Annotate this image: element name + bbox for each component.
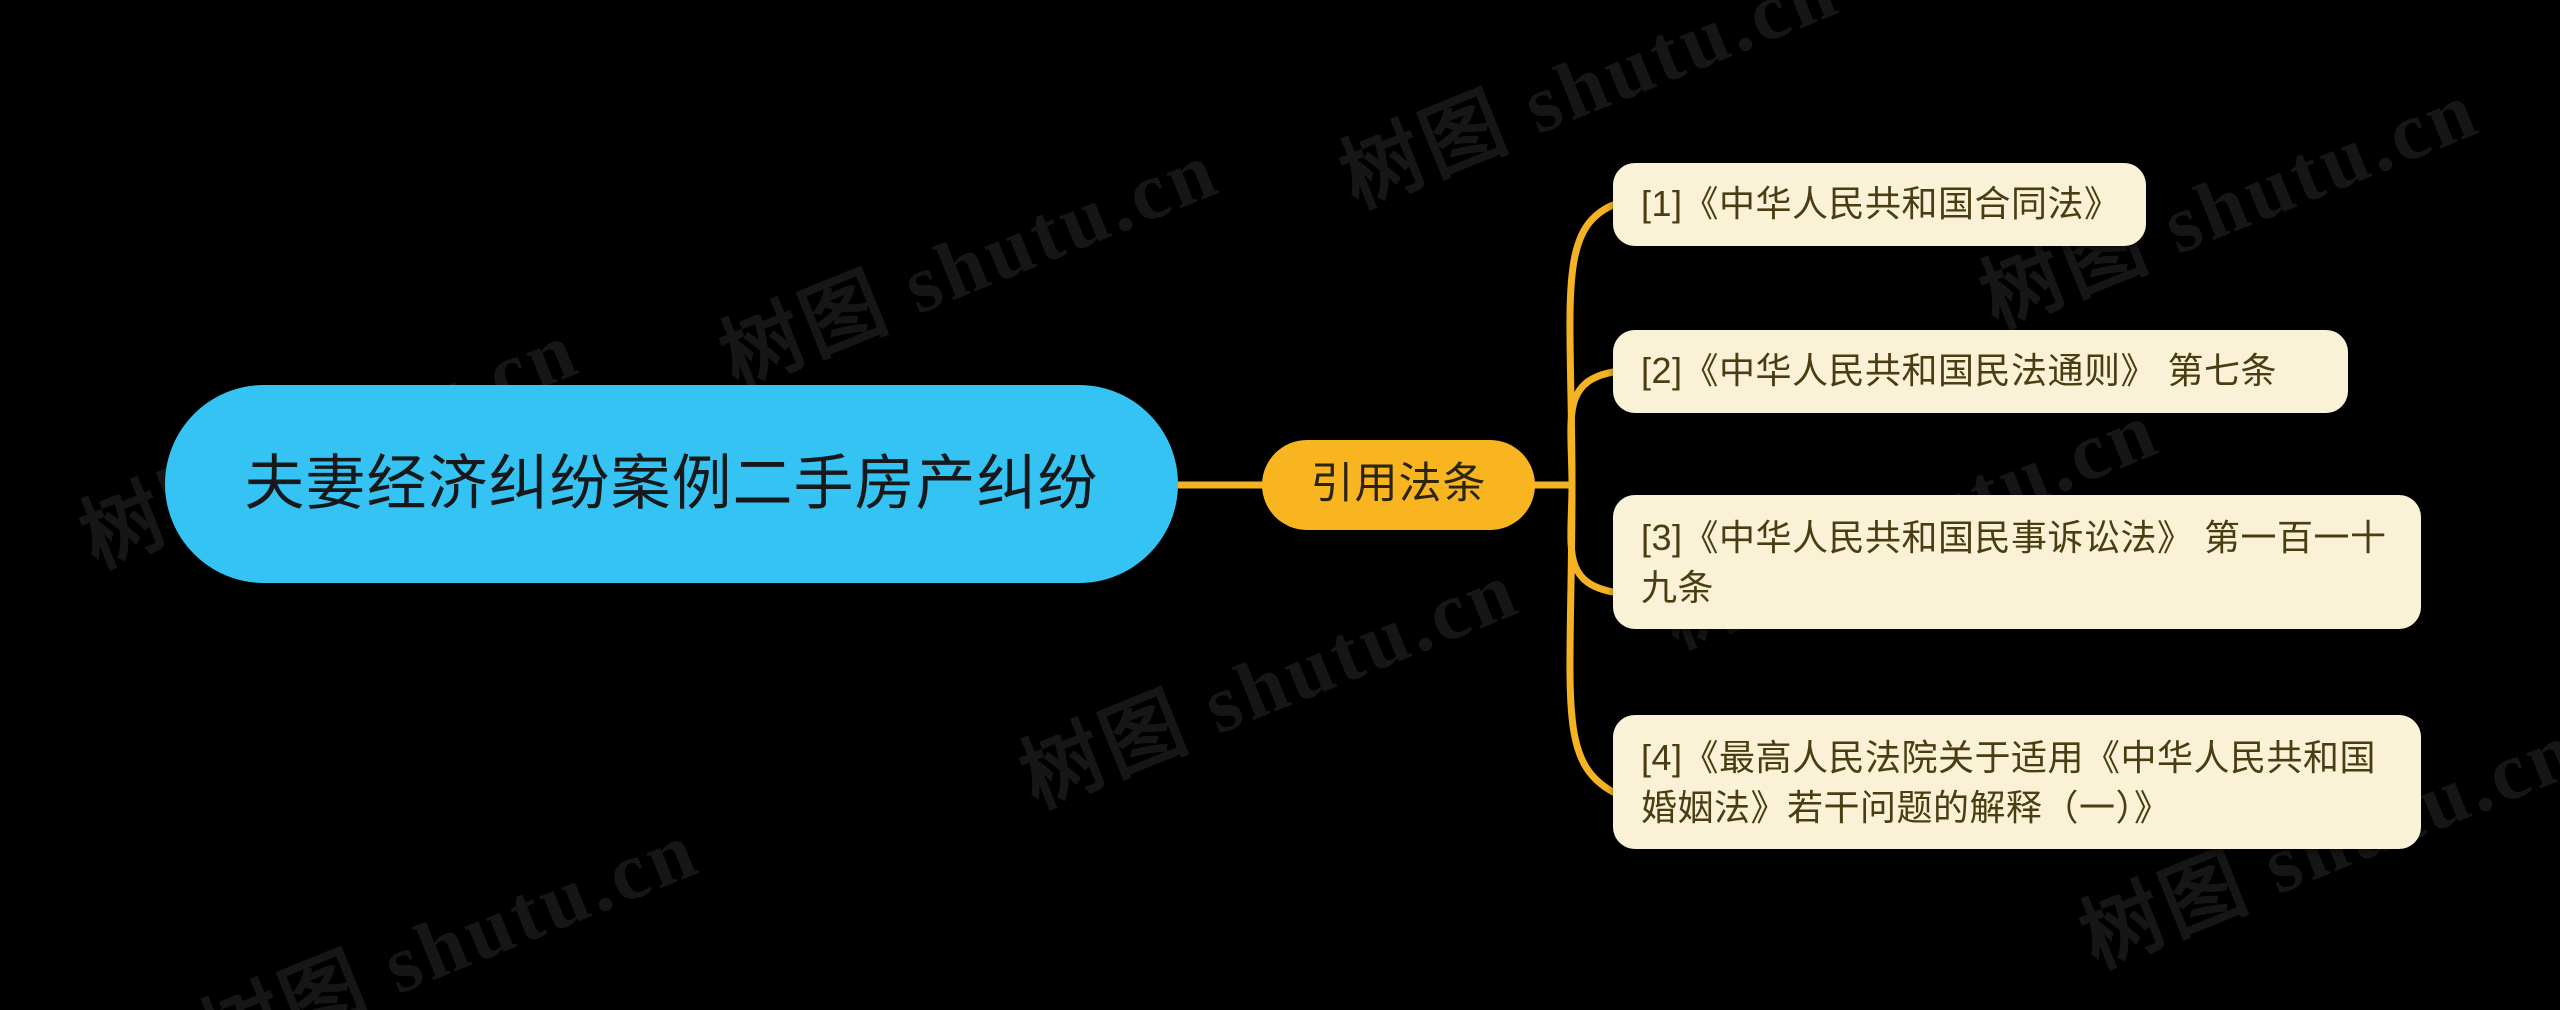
edge-spine-to-leaf-2 [1567, 368, 1617, 489]
leaf-node-4-label: [4]《最高人民法院关于适用《中华人民共和国婚姻法》若干问题的解释（一）》 [1641, 737, 2377, 829]
leaf-node-2[interactable]: [2]《中华人民共和国民法通则》 第七条 [1613, 330, 2348, 413]
leaf-node-1[interactable]: [1]《中华人民共和国合同法》 [1613, 163, 2146, 246]
leaf-node-2-label: [2]《中华人民共和国民法通则》 第七条 [1641, 350, 2278, 392]
edge-spine-to-leaf-1 [1566, 201, 1617, 489]
edge-spine-to-leaf-3 [1567, 481, 1617, 596]
branch-node-cited-provisions[interactable]: 引用法条 [1262, 440, 1535, 530]
leaf-node-3[interactable]: [3]《中华人民共和国民事诉讼法》 第一百一十九条 [1613, 495, 2421, 629]
leaf-node-3-label: [3]《中华人民共和国民事诉讼法》 第一百一十九条 [1641, 517, 2387, 609]
edge-spine-to-leaf-4 [1566, 481, 1617, 796]
root-node[interactable]: 夫妻经济纠纷案例二手房产纠纷 [165, 385, 1178, 583]
root-node-label: 夫妻经济纠纷案例二手房产纠纷 [244, 450, 1099, 517]
leaf-node-1-label: [1]《中华人民共和国合同法》 [1641, 183, 2121, 225]
leaf-node-4[interactable]: [4]《最高人民法院关于适用《中华人民共和国婚姻法》若干问题的解释（一）》 [1613, 715, 2421, 849]
watermark-text: 树图 shutu.cn [188, 802, 711, 1010]
watermark-text: 树图 shutu.cn [708, 122, 1231, 405]
branch-node-label: 引用法条 [1310, 460, 1487, 509]
